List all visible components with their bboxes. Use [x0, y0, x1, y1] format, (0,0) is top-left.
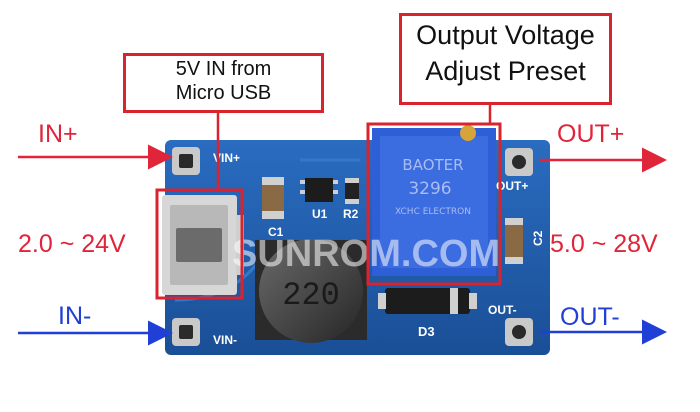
trimpot-maker: XCHC ELECTRON — [395, 207, 471, 217]
inductor-220: 220 — [255, 239, 367, 343]
pad-vin-minus — [172, 318, 200, 346]
silk-d3: D3 — [418, 324, 435, 339]
inductor-marking: 220 — [282, 277, 340, 314]
usb-input-callout-line1: 5V IN from — [175, 58, 272, 80]
label-input-range: 2.0 ~ 24V — [18, 230, 126, 258]
label-out-minus: OUT- — [560, 303, 620, 331]
silk-out-plus: OUT+ — [496, 179, 528, 193]
trimpot-brand: BAOTER — [402, 156, 463, 174]
preset-callout — [399, 13, 612, 105]
trimpot-highlight-box — [366, 122, 502, 286]
capacitor-c2 — [505, 218, 523, 264]
trimpot-preset: BAOTER 3296 XCHC ELECTRON — [372, 125, 496, 276]
silk-vin-minus: VIN- — [213, 333, 237, 347]
pad-vin-plus — [172, 147, 200, 175]
capacitor-c1 — [262, 177, 284, 219]
usb-highlight-box — [155, 188, 244, 300]
silk-out-minus: OUT- — [488, 303, 517, 317]
usb-input-callout-line2: Micro USB — [175, 82, 272, 104]
ic-u1 — [300, 178, 338, 202]
silk-r2: R2 — [343, 207, 359, 221]
label-output-range: 5.0 ~ 28V — [550, 230, 658, 258]
micro-usb-connector — [162, 195, 244, 295]
label-in-plus: IN+ — [38, 120, 78, 148]
silk-vin-plus: VIN+ — [213, 151, 240, 165]
preset-callout-line1: Output Voltage — [416, 20, 595, 50]
pad-out-plus — [505, 148, 533, 176]
silk-c1: C1 — [268, 225, 284, 239]
label-out-plus: OUT+ — [557, 120, 625, 148]
silk-u1: U1 — [312, 207, 328, 221]
preset-callout-line2: Adjust Preset — [425, 56, 586, 86]
usb-input-callout — [123, 53, 324, 113]
diode-d3 — [378, 288, 477, 314]
label-in-minus: IN- — [58, 302, 92, 330]
watermark-text: SUNROM.COM — [232, 233, 500, 275]
resistor-r2 — [345, 178, 359, 204]
trimpot-model: 3296 — [408, 179, 451, 199]
silk-c2: C2 — [531, 230, 545, 246]
pad-out-minus — [505, 318, 533, 346]
